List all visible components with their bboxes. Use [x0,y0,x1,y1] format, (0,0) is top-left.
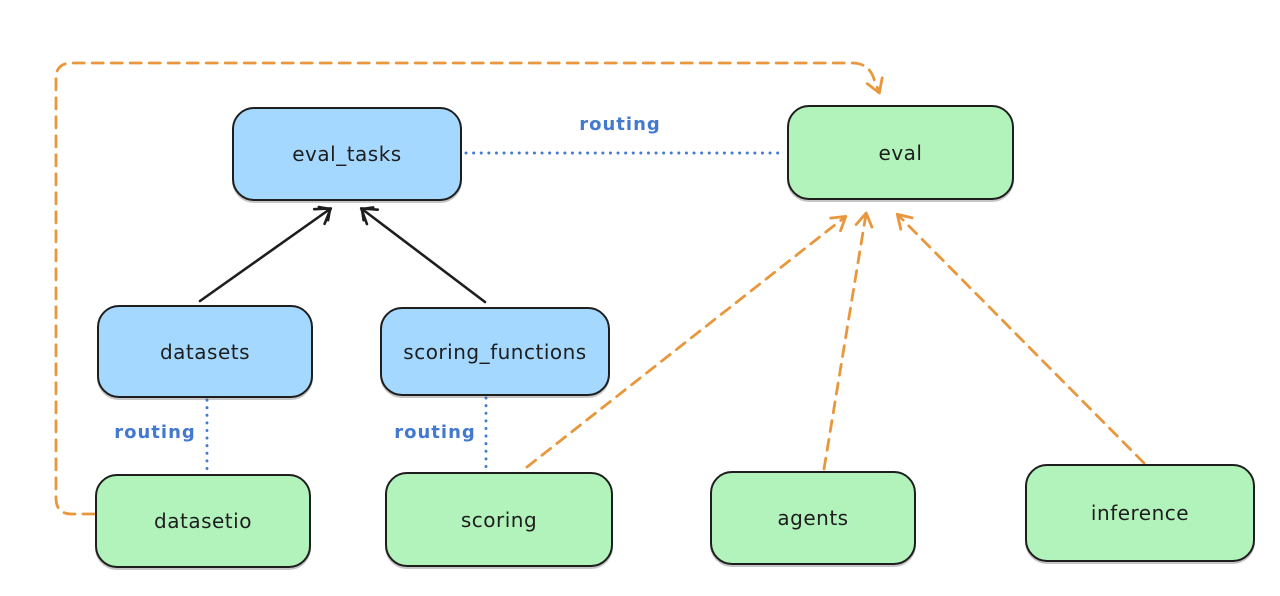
node-agents: agents [710,471,916,565]
edge-label-routing-top: routing [579,114,661,135]
node-inference: inference [1025,464,1255,562]
edge-label-routing-left: routing [114,422,196,443]
node-label: inference [1090,501,1190,525]
edge-datasets-to-eval-tasks [198,205,333,303]
node-datasetio: datasetio [95,474,311,568]
node-label: scoring [460,507,538,532]
node-datasets: datasets [97,305,313,398]
edge-inference-to-eval [895,212,1146,465]
node-label: agents [777,506,849,530]
edge-label-routing-middle: routing [394,422,476,443]
node-eval: eval [787,105,1014,200]
edge-datasetio-to-eval [54,61,884,516]
edge-scoring-to-eval [525,214,848,469]
node-label: scoring_functions [403,339,587,364]
node-scoring-functions: scoring_functions [380,307,610,396]
edge-agents-to-eval [822,211,874,471]
edge-scoring-functions-to-eval-tasks [359,206,487,304]
node-eval-tasks: eval_tasks [232,107,462,201]
node-label: datasets [159,339,251,364]
node-label: datasetio [154,509,252,533]
node-scoring: scoring [385,472,613,567]
node-label: eval_tasks [292,142,402,166]
node-label: eval [878,140,923,165]
